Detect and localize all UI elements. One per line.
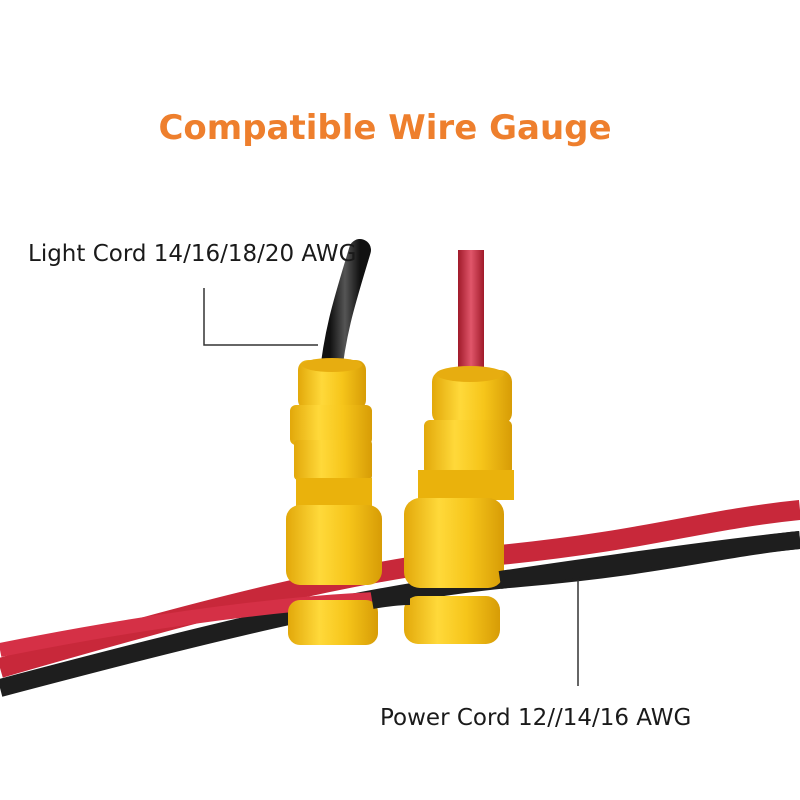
left-connector [286,358,382,645]
power-cord-label: Power Cord 12//14/16 AWG [380,705,692,731]
power-cord-front-right [498,531,800,589]
power-cord-red-2 [0,591,401,657]
light-cord-label: Light Cord 14/16/18/20 AWG [28,241,357,267]
right-connector [404,366,514,644]
light-cord-callout-line [203,288,318,346]
power-cord-front [370,587,411,609]
headline: Compatible Wire Gauge [158,108,612,148]
